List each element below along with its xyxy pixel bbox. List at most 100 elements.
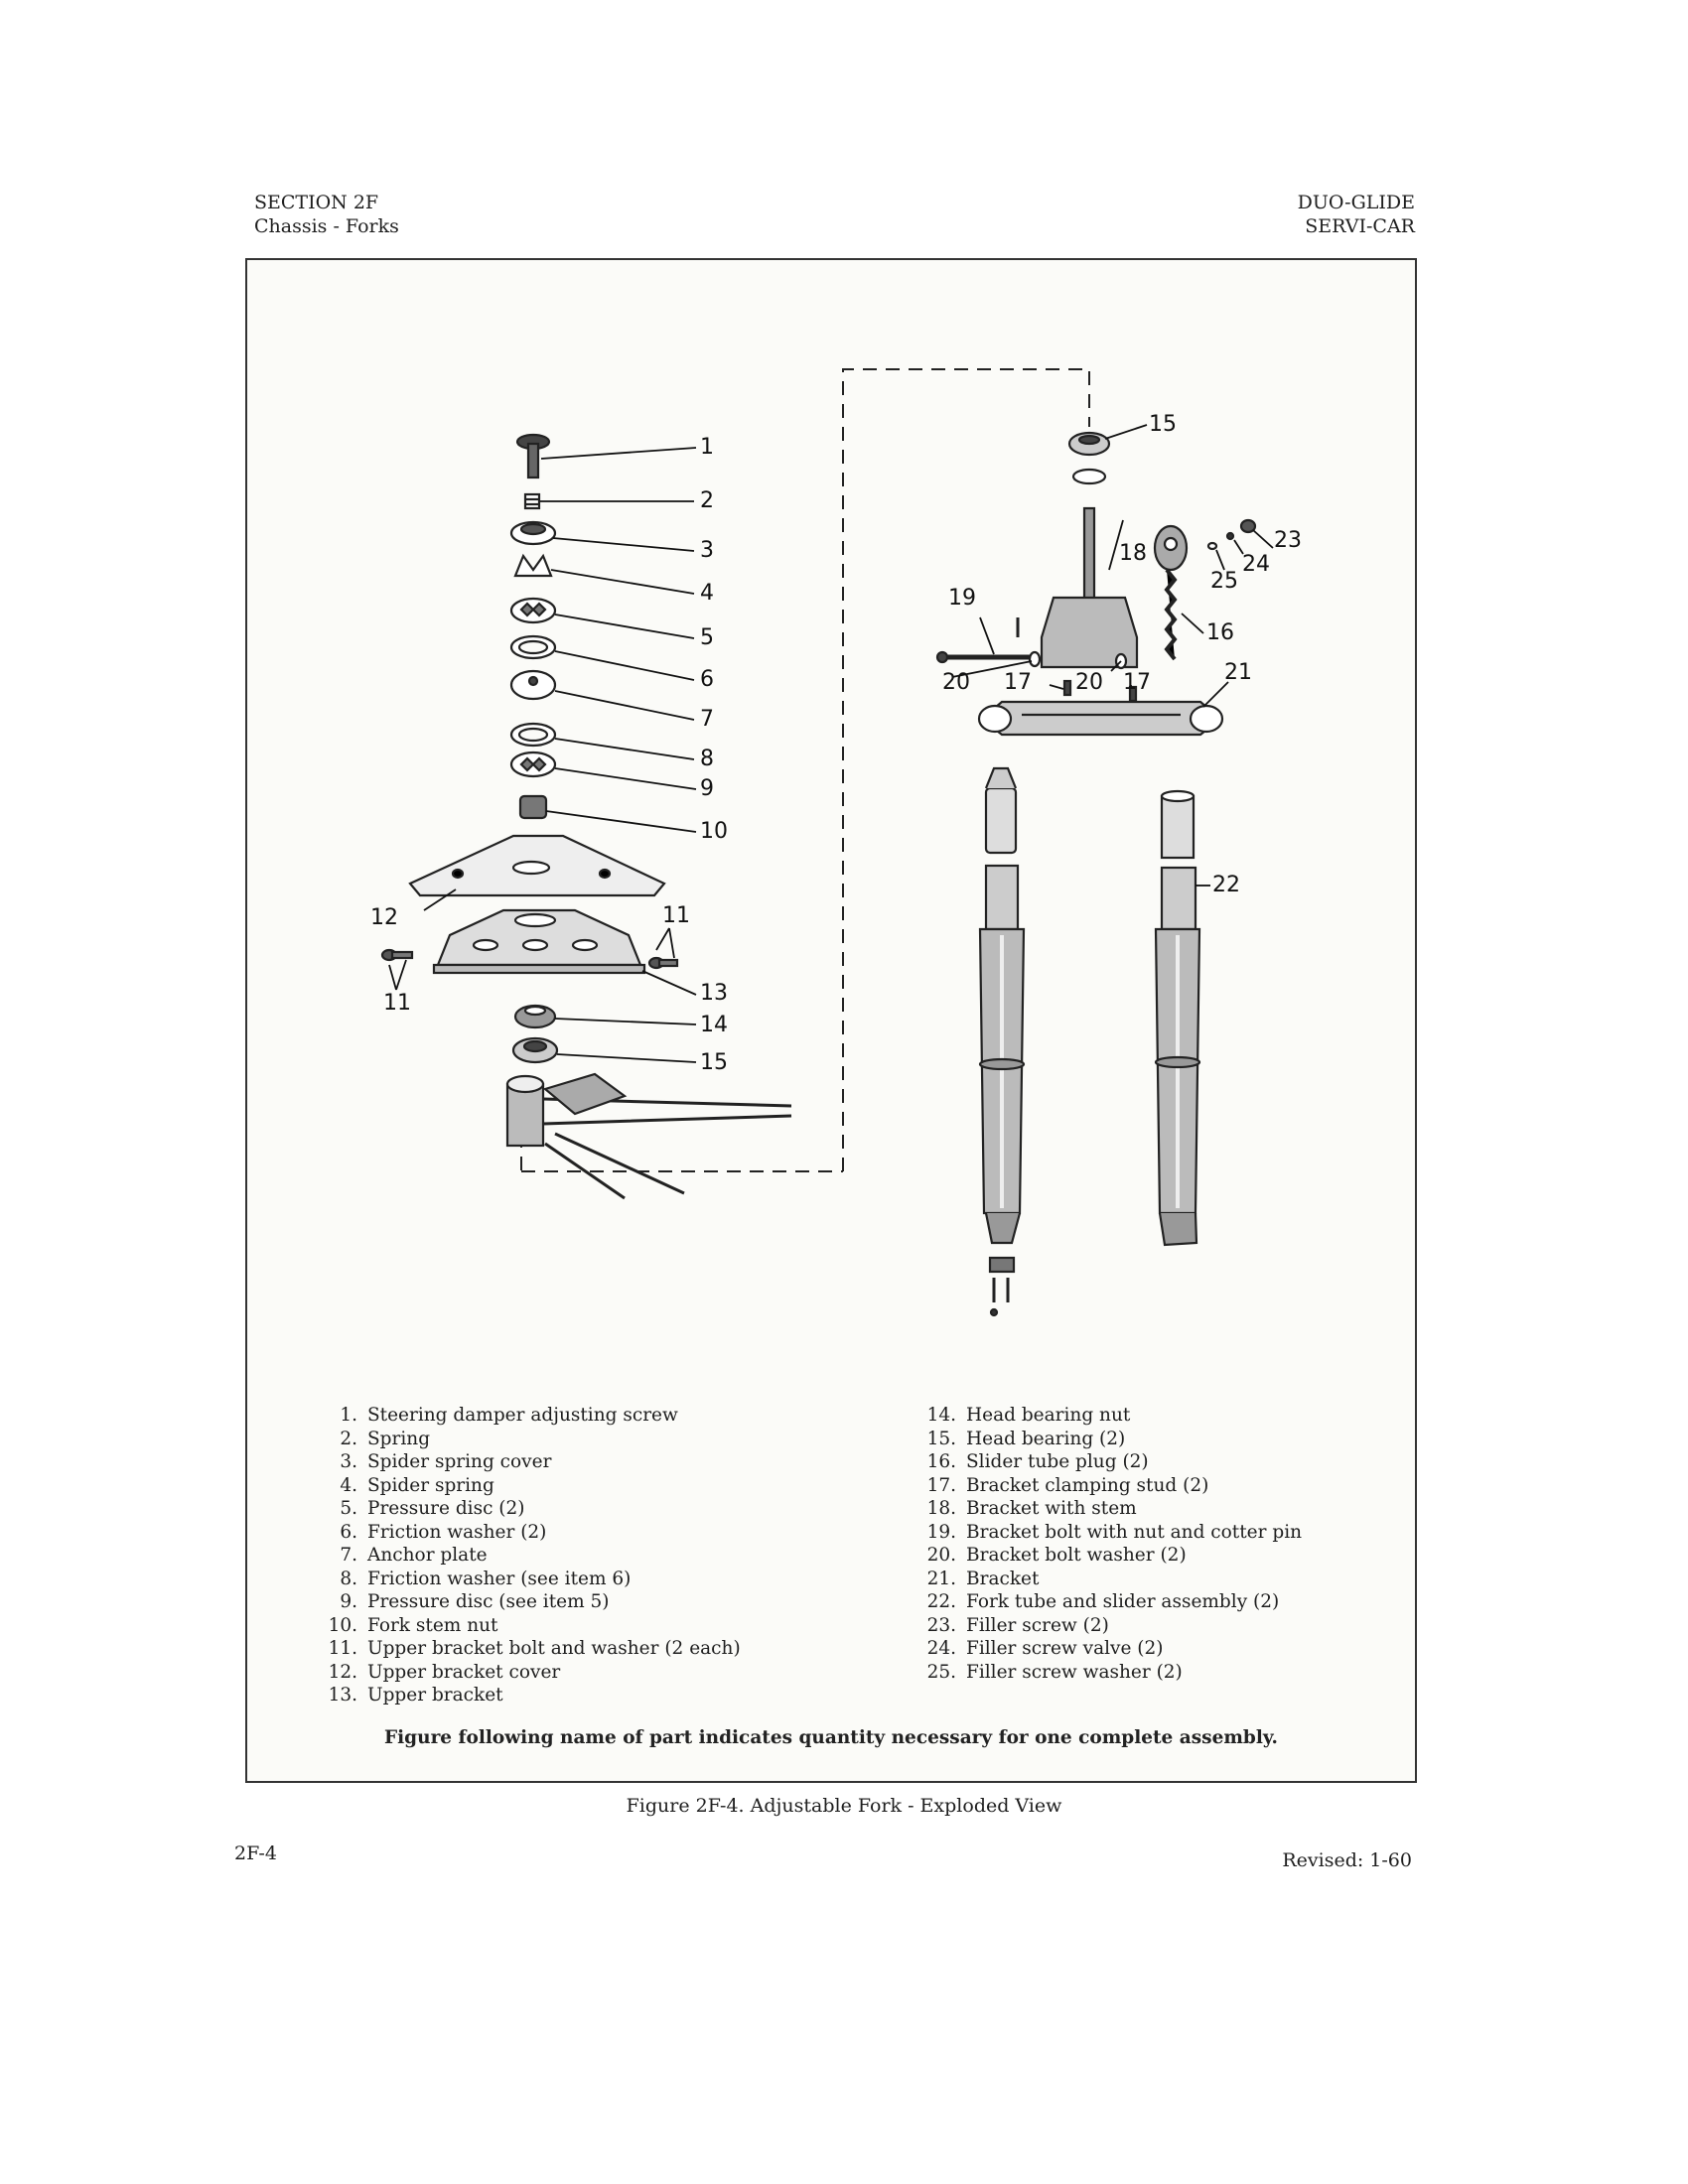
figure-caption: Figure 2F-4. Adjustable Fork - Exploded … bbox=[626, 1795, 1062, 1817]
callout-24: 24 bbox=[1242, 552, 1270, 577]
legend-item: 25. Filler screw washer (2) bbox=[913, 1661, 1302, 1685]
model-name-2: SERVI-CAR bbox=[1305, 215, 1415, 237]
revision-date: Revised: 1-60 bbox=[1282, 1849, 1412, 1871]
legend-item: 16.Slider tube plug (2) bbox=[913, 1450, 1302, 1474]
legend-item: 6. Friction washer (2) bbox=[314, 1521, 741, 1545]
legend-item-text: Filler screw washer (2) bbox=[966, 1661, 1183, 1683]
callout-1: 1 bbox=[700, 435, 714, 460]
figure-frame: 1 2 3 4 5 6 7 8 9 10 11 11 12 13 14 15 1… bbox=[245, 258, 1417, 1783]
legend-item: 12.Upper bracket cover bbox=[314, 1661, 741, 1685]
legend-item-text: Friction washer (2) bbox=[367, 1521, 547, 1543]
legend-item-number: 6. bbox=[340, 1521, 357, 1543]
legend-item: 11. Upper bracket bolt and washer (2 each… bbox=[314, 1637, 741, 1661]
legend-item-number: 2. bbox=[340, 1428, 357, 1449]
legend-item-text: Spring bbox=[367, 1428, 431, 1449]
callout-11-right: 11 bbox=[662, 903, 690, 928]
legend-item: 7. Anchor plate bbox=[314, 1544, 741, 1568]
callout-17-right: 17 bbox=[1123, 670, 1151, 695]
callout-15-left: 15 bbox=[700, 1050, 728, 1075]
legend-item-text: Bracket with stem bbox=[966, 1498, 1137, 1519]
legend-item-text: Pressure disc (2) bbox=[367, 1498, 525, 1519]
legend-item-number: 24. bbox=[926, 1638, 956, 1659]
subsection-title: Chassis - Forks bbox=[254, 215, 399, 237]
callout-6: 6 bbox=[700, 667, 714, 692]
legend-item-text: Fork stem nut bbox=[367, 1614, 498, 1636]
callout-15-right: 15 bbox=[1149, 412, 1177, 437]
legend-item-number: 13. bbox=[328, 1685, 357, 1706]
legend-item-text: Fork tube and slider assembly (2) bbox=[966, 1591, 1280, 1612]
legend-item: 24.Filler screw valve (2) bbox=[913, 1637, 1302, 1661]
legend-item-number: 11. bbox=[328, 1638, 357, 1659]
parts-legend-left: 1. Steering damper adjusting screw 2. Sprin… bbox=[314, 1404, 741, 1707]
legend-item-text: Upper bracket bbox=[367, 1685, 503, 1706]
legend-item-number: 4. bbox=[340, 1474, 357, 1496]
legend-item-number: 17. bbox=[926, 1474, 956, 1496]
callout-2: 2 bbox=[700, 488, 714, 513]
legend-item-number: 9. bbox=[340, 1591, 357, 1612]
legend-item-number: 3. bbox=[340, 1451, 357, 1472]
callout-9: 9 bbox=[700, 776, 714, 801]
callout-21: 21 bbox=[1224, 660, 1252, 685]
legend-item: 3.Spider spring cover bbox=[314, 1450, 741, 1474]
legend-item-number: 10. bbox=[328, 1614, 357, 1636]
legend-item-text: Anchor plate bbox=[367, 1545, 488, 1566]
legend-item: 21.Bracket bbox=[913, 1568, 1302, 1591]
legend-item: 1. Steering damper adjusting screw bbox=[314, 1404, 741, 1428]
legend-item-number: 14. bbox=[926, 1405, 956, 1426]
legend-item-number: 8. bbox=[340, 1568, 357, 1589]
legend-item: 13. Upper bracket bbox=[314, 1684, 741, 1707]
header-left: SECTION 2F Chassis - Forks bbox=[254, 191, 399, 238]
callout-16: 16 bbox=[1206, 620, 1234, 645]
callout-20-right: 20 bbox=[1075, 670, 1103, 695]
legend-item: 5.Pressure disc (2) bbox=[314, 1497, 741, 1521]
callout-18: 18 bbox=[1119, 541, 1147, 566]
legend-item-number: 20. bbox=[926, 1545, 956, 1566]
legend-item-text: Bracket clamping stud (2) bbox=[966, 1474, 1209, 1496]
legend-item-text: Bracket bolt with nut and cotter pin bbox=[966, 1521, 1303, 1543]
callout-17-left: 17 bbox=[1004, 670, 1032, 695]
legend-item-number: 7. bbox=[340, 1545, 357, 1566]
legend-item: 18. Bracket with stem bbox=[913, 1497, 1302, 1521]
legend-item-number: 19. bbox=[926, 1521, 956, 1543]
callout-7: 7 bbox=[700, 707, 714, 732]
legend-item: 14. Head bearing nut bbox=[913, 1404, 1302, 1428]
callout-12: 12 bbox=[370, 905, 398, 930]
legend-item-number: 25. bbox=[926, 1661, 956, 1683]
callout-10: 10 bbox=[700, 819, 728, 844]
legend-item: 4. Spider spring bbox=[314, 1474, 741, 1498]
legend-item-text: Slider tube plug (2) bbox=[966, 1451, 1149, 1472]
legend-item: 19. Bracket bolt with nut and cotter pin bbox=[913, 1521, 1302, 1545]
callout-3: 3 bbox=[700, 538, 714, 563]
section-title: SECTION 2F bbox=[254, 192, 379, 213]
legend-item: 15.Head bearing (2) bbox=[913, 1428, 1302, 1451]
exploded-view-drawing bbox=[380, 368, 1274, 1317]
legend-item-number: 21. bbox=[926, 1568, 956, 1589]
callout-13: 13 bbox=[700, 981, 728, 1006]
legend-item-text: Friction washer (see item 6) bbox=[367, 1568, 632, 1589]
legend-item: 20.Bracket bolt washer (2) bbox=[913, 1544, 1302, 1568]
model-name-1: DUO-GLIDE bbox=[1297, 192, 1415, 213]
callout-8: 8 bbox=[700, 747, 714, 771]
legend-item-number: 18. bbox=[926, 1498, 956, 1519]
legend-item-text: Head bearing nut bbox=[966, 1405, 1131, 1426]
legend-item-text: Spider spring bbox=[367, 1474, 494, 1496]
legend-item: 2. Spring bbox=[314, 1428, 741, 1451]
callout-25: 25 bbox=[1210, 569, 1238, 594]
legend-item-text: Upper bracket cover bbox=[367, 1661, 561, 1683]
legend-item: 17. Bracket clamping stud (2) bbox=[913, 1474, 1302, 1498]
callout-14: 14 bbox=[700, 1013, 728, 1037]
callout-22: 22 bbox=[1212, 873, 1240, 897]
legend-item: 22. Fork tube and slider assembly (2) bbox=[913, 1590, 1302, 1614]
legend-item: 8. Friction washer (see item 6) bbox=[314, 1568, 741, 1591]
callout-23: 23 bbox=[1274, 528, 1302, 553]
legend-item: 10. Fork stem nut bbox=[314, 1614, 741, 1638]
callout-11-left: 11 bbox=[383, 991, 411, 1016]
legend-item-text: Upper bracket bolt and washer (2 each) bbox=[367, 1638, 741, 1659]
quantity-note: Figure following name of part indicates … bbox=[384, 1727, 1278, 1748]
legend-item-number: 1. bbox=[340, 1405, 357, 1426]
header-right: DUO-GLIDE SERVI-CAR bbox=[1298, 191, 1415, 238]
legend-item-text: Steering damper adjusting screw bbox=[367, 1405, 678, 1426]
legend-item-number: 22. bbox=[926, 1591, 956, 1612]
callout-5: 5 bbox=[700, 625, 714, 650]
